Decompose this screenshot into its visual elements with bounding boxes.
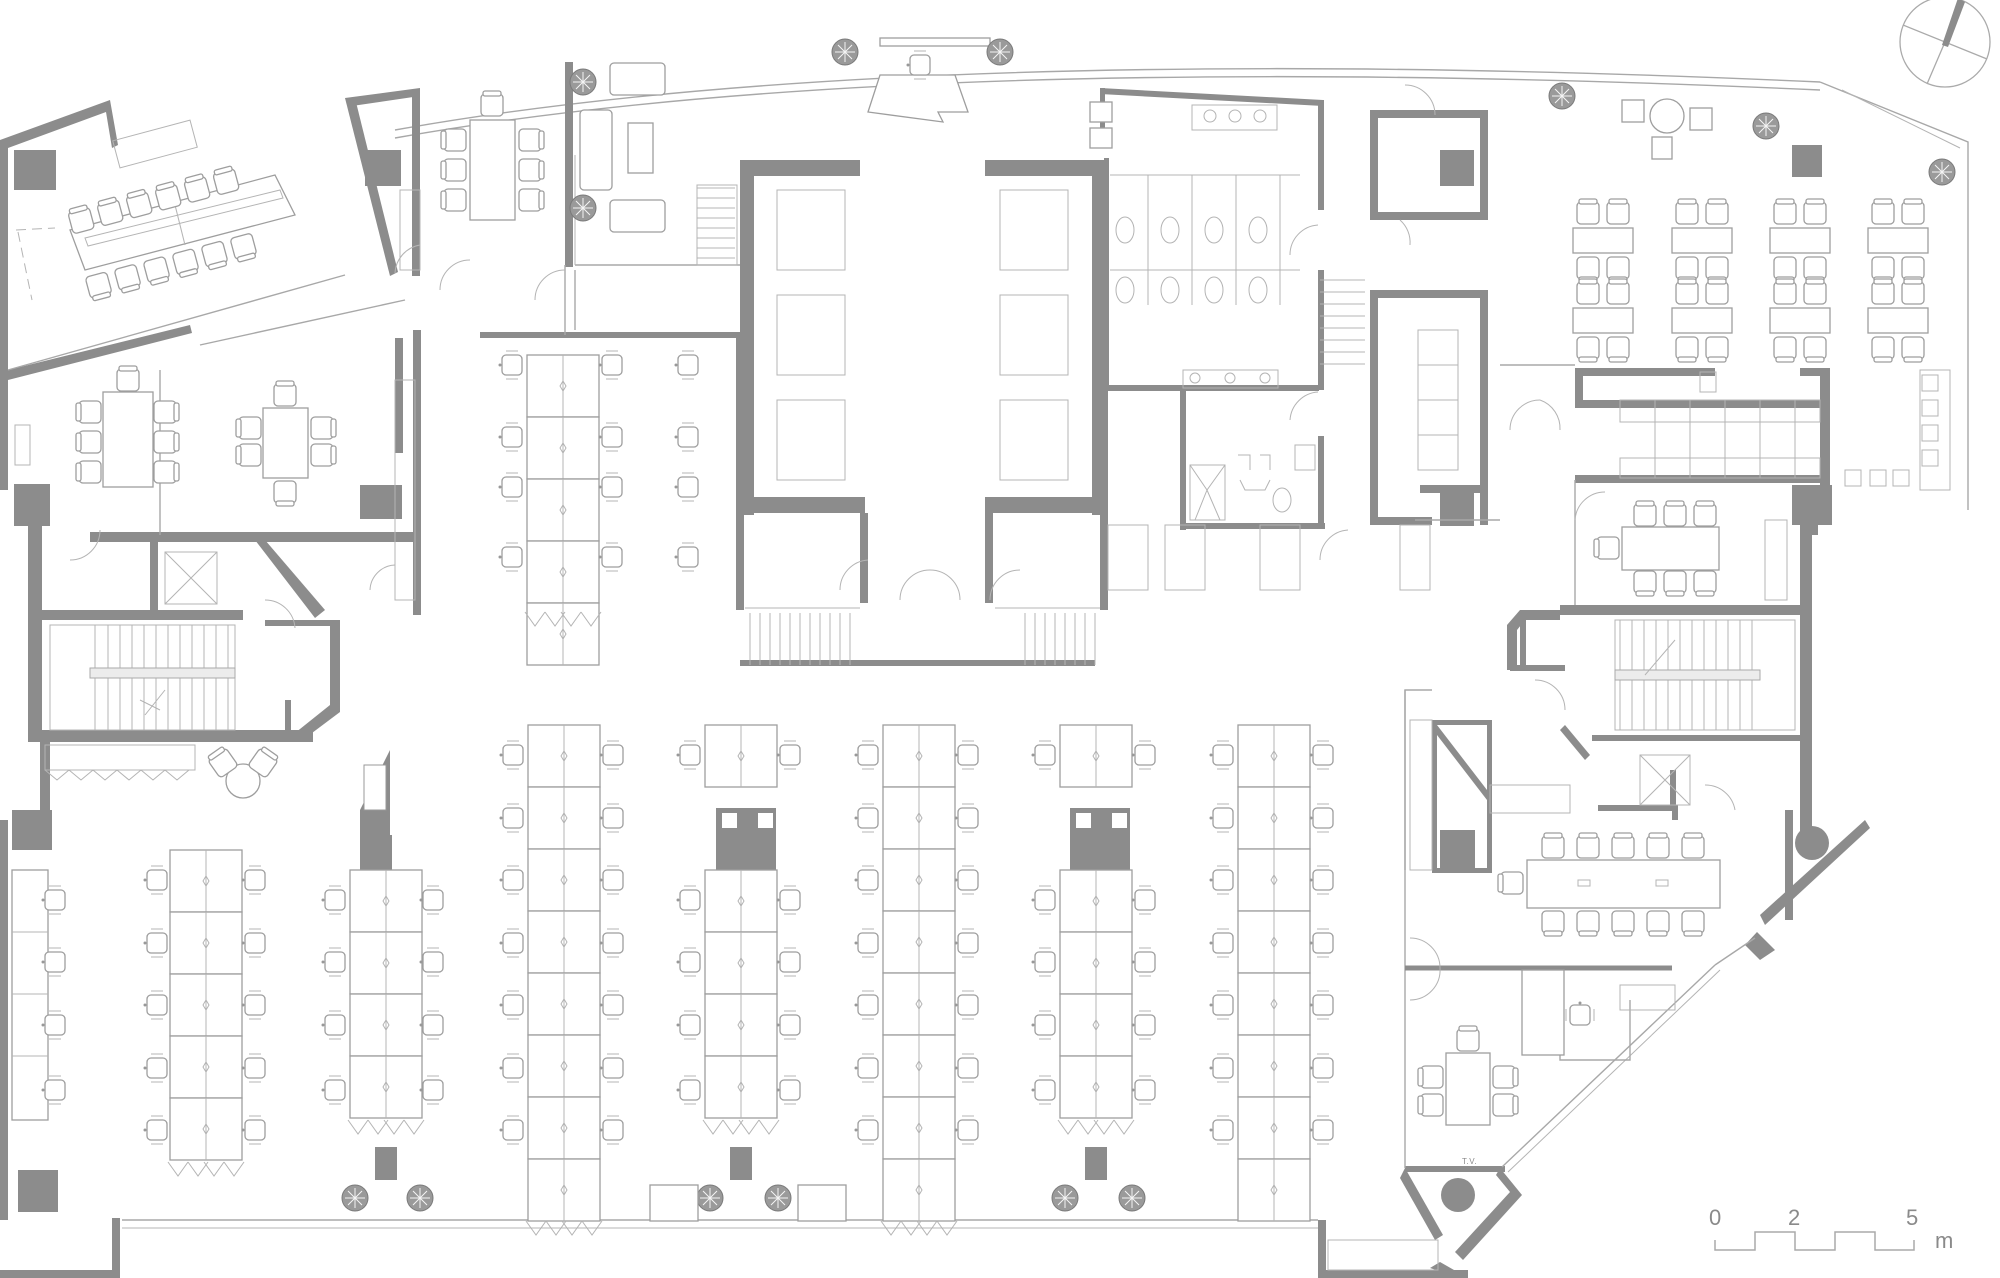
storage-cabinets — [14, 119, 1788, 1271]
meeting-room-north — [440, 90, 545, 221]
round-table — [205, 744, 281, 799]
tv-label: T.V. — [1462, 1157, 1478, 1166]
column-core — [360, 145, 1822, 873]
stair-east — [1614, 619, 1796, 731]
north-arrow-compass-icon — [1899, 0, 1991, 88]
scale-tick-0: 0 — [1709, 1205, 1722, 1230]
printers — [649, 1184, 847, 1222]
meeting-room-west-1 — [75, 365, 180, 488]
meeting-room-east — [1593, 500, 1720, 597]
partitions — [7, 155, 1672, 1168]
scale-tick-2: 2 — [1788, 1205, 1801, 1230]
stair-west — [49, 624, 236, 731]
doors[interactable] — [69, 84, 1736, 1001]
stair-elevator-lobby — [696, 184, 1365, 665]
pantry-kitchen — [1619, 369, 1951, 491]
boardroom — [15, 164, 296, 303]
meeting-room-west-2 — [235, 380, 337, 507]
executive-office — [1417, 969, 1595, 1126]
workstations-north — [497, 350, 699, 666]
scale-unit: m — [1935, 1228, 1954, 1253]
cafeteria-tables — [1572, 98, 1929, 363]
reception-lounge — [579, 37, 1113, 233]
structural-walls — [0, 62, 1870, 1278]
restroom-fixtures — [1110, 104, 1316, 521]
scale-tick-5: 5 — [1906, 1205, 1919, 1230]
open-office-workstations — [11, 724, 1334, 1236]
shafts — [164, 551, 1691, 806]
elevator-cars — [776, 189, 1459, 481]
curtain-wall-north — [394, 67, 1969, 510]
scale-bar — [1714, 1231, 1915, 1251]
conference-room — [1497, 832, 1721, 937]
